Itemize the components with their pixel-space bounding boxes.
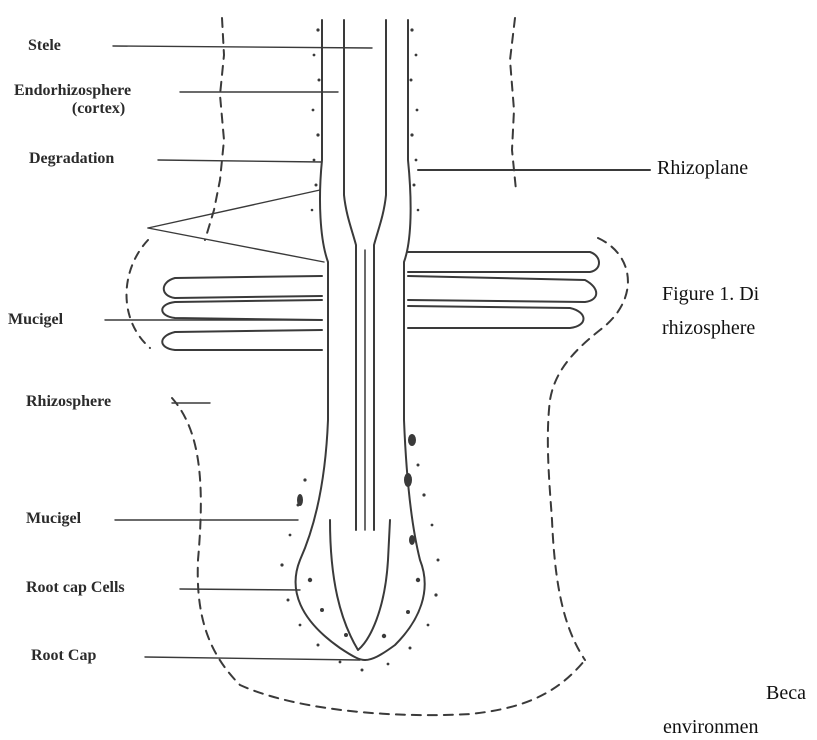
paragraph-line2: environmen: [663, 715, 759, 739]
label-root-cap-cells: Root cap Cells: [26, 579, 125, 597]
rhizosphere-bulge-left: [127, 240, 151, 348]
root-cap-inner: [330, 520, 390, 650]
label-stele: Stele: [28, 37, 61, 55]
root-hair-right-3: [408, 306, 584, 328]
root-wall-left: [296, 20, 365, 660]
rhizosphere-boundary-left: [205, 18, 224, 240]
label-endorhizosphere: Endorhizosphere (cortex): [14, 82, 131, 117]
root-hair-left-3: [162, 330, 322, 350]
stele-right: [374, 20, 386, 530]
paragraph-line1: Beca: [766, 681, 806, 705]
rhizosphere-boundary-right: [510, 18, 516, 190]
leader-root-cap-cells: [180, 589, 300, 590]
root-hair-right-1: [408, 252, 599, 272]
label-cortex: (cortex): [14, 100, 131, 118]
label-mucigel-lower: Mucigel: [26, 510, 81, 528]
rhizosphere-boundary-lower-left: [172, 398, 585, 715]
label-root-cap: Root Cap: [31, 647, 96, 665]
stele-left: [344, 20, 356, 530]
root-hair-right-2: [408, 276, 596, 302]
leader-degradation-v1: [148, 190, 320, 228]
root-hair-left-1: [164, 276, 322, 298]
leader-stele: [113, 46, 372, 48]
root-hair-left-2: [162, 300, 322, 320]
label-rhizoplane: Rhizoplane: [657, 156, 748, 180]
label-mucigel-upper: Mucigel: [8, 311, 63, 329]
label-rhizosphere: Rhizosphere: [26, 393, 111, 411]
leader-root-cap: [145, 657, 360, 660]
leader-degradation: [158, 160, 322, 162]
figure-caption-line2: rhizosphere: [662, 316, 755, 340]
figure-caption-line1: Figure 1. Di: [662, 282, 759, 306]
label-degradation: Degradation: [29, 150, 114, 168]
label-endorhizosphere-line1: Endorhizosphere: [14, 82, 131, 100]
leader-degradation-v2: [148, 228, 324, 262]
